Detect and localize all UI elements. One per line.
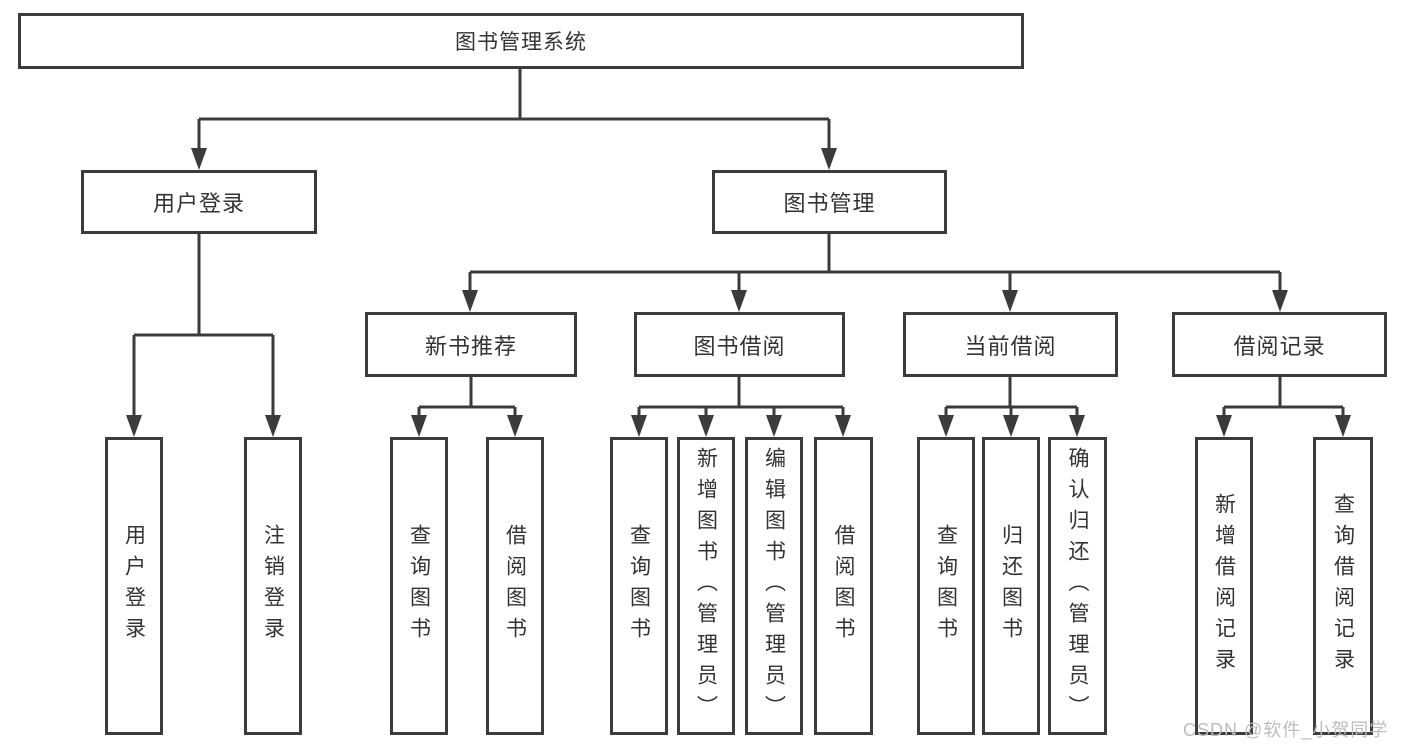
leaf-logout-label: 注销登录 [261, 524, 285, 648]
node-user-login-label: 用户登录 [152, 191, 245, 216]
node-book-borrow: 图书借阅 [634, 312, 845, 377]
leaf-borrow-add-label: 新增图书（管理员） [694, 446, 718, 726]
leaf-borrow-query: 查询图书 [610, 437, 668, 735]
node-book-borrow-label: 图书借阅 [693, 333, 786, 359]
leaf-borrow-query-label: 查询图书 [627, 524, 651, 648]
watermark: CSDN @软件_小贺同学 [1183, 720, 1389, 740]
leaf-borrow-add: 新增图书（管理员） [677, 437, 735, 735]
node-new-book-recommend: 新书推荐 [365, 312, 577, 377]
leaf-current-confirm: 确认归还（管理员） [1048, 437, 1107, 735]
node-book-management-label: 图书管理 [783, 191, 876, 216]
leaf-current-return: 归还图书 [982, 437, 1040, 735]
node-book-management: 图书管理 [712, 170, 947, 234]
leaf-newbook-borrow-label: 借阅图书 [503, 524, 527, 648]
leaf-current-return-label: 归还图书 [999, 524, 1023, 648]
node-borrow-record-label: 借阅记录 [1233, 333, 1326, 359]
node-current-borrow: 当前借阅 [903, 312, 1118, 377]
leaf-user-login: 用户登录 [105, 437, 163, 735]
leaf-record-query-label: 查询借阅记录 [1331, 493, 1355, 679]
leaf-current-confirm-label: 确认归还（管理员） [1066, 446, 1089, 726]
leaf-logout: 注销登录 [244, 437, 302, 735]
node-new-book-recommend-label: 新书推荐 [424, 333, 517, 359]
leaf-record-add: 新增借阅记录 [1195, 437, 1253, 735]
leaf-borrow-borrow: 借阅图书 [814, 437, 873, 735]
node-root-label: 图书管理系统 [455, 31, 587, 54]
leaf-newbook-query: 查询图书 [390, 437, 448, 735]
leaf-record-query: 查询借阅记录 [1313, 437, 1373, 735]
leaf-current-query-label: 查询图书 [934, 524, 958, 648]
leaf-record-add-label: 新增借阅记录 [1212, 493, 1236, 679]
node-current-borrow-label: 当前借阅 [964, 333, 1057, 359]
leaf-user-login-label: 用户登录 [122, 524, 146, 648]
leaf-borrow-edit-label: 编辑图书（管理员） [762, 446, 786, 726]
node-root: 图书管理系统 [18, 13, 1024, 69]
node-user-login: 用户登录 [81, 170, 317, 234]
connector-paths [132, 69, 1345, 417]
leaf-newbook-borrow: 借阅图书 [486, 437, 544, 735]
leaf-borrow-borrow-label: 借阅图书 [832, 524, 855, 648]
leaf-current-query: 查询图书 [917, 437, 975, 735]
node-borrow-record: 借阅记录 [1172, 312, 1387, 377]
leaf-newbook-query-label: 查询图书 [407, 524, 431, 648]
leaf-borrow-edit: 编辑图书（管理员） [745, 437, 803, 735]
arrowheads [126, 148, 1351, 437]
